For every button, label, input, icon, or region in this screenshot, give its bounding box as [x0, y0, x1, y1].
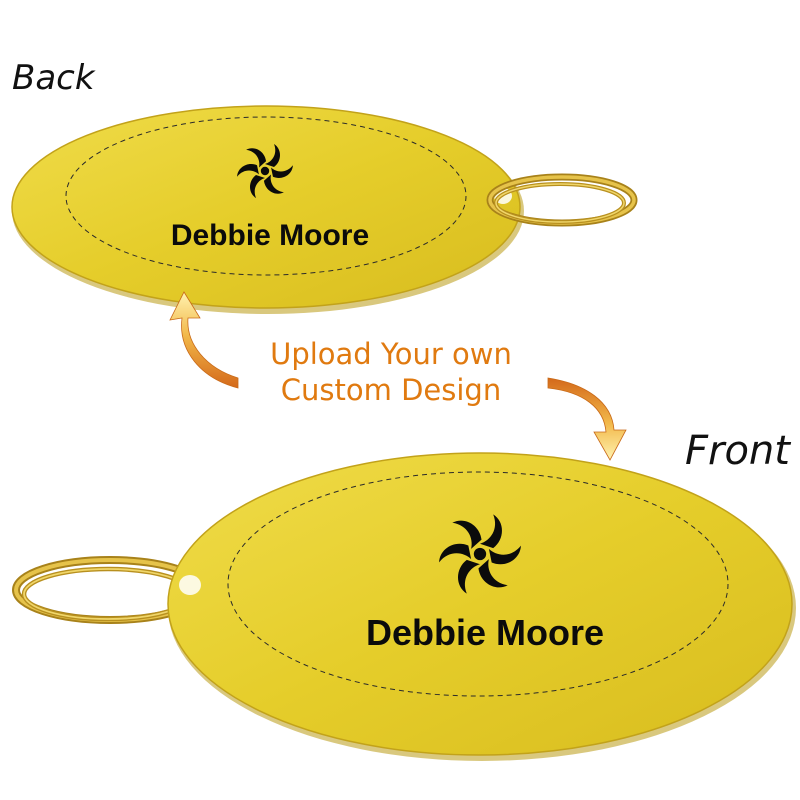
callout-line-1: Upload Your own	[270, 337, 512, 371]
front-tag	[167, 452, 796, 761]
curved-arrow-up-icon	[169, 291, 239, 389]
back-tag	[11, 105, 524, 314]
back-tag-name: Debbie Moore	[170, 219, 370, 252]
front-tag-body	[167, 452, 793, 756]
curved-arrow-down-icon	[547, 377, 627, 461]
front-tag-dashed-border	[227, 471, 729, 697]
callout-line-2: Custom Design	[280, 373, 502, 407]
front-label: Front	[685, 428, 790, 474]
upload-design-callout: Upload Your own Custom Design	[226, 336, 556, 408]
split-key-ring-icon	[486, 173, 638, 227]
back-tag-body	[11, 105, 521, 309]
back-label: Back	[12, 58, 95, 98]
front-tag-name: Debbie Moore	[365, 612, 605, 653]
front-tag-hole	[179, 575, 201, 595]
back-tag-dashed-border	[65, 116, 467, 276]
